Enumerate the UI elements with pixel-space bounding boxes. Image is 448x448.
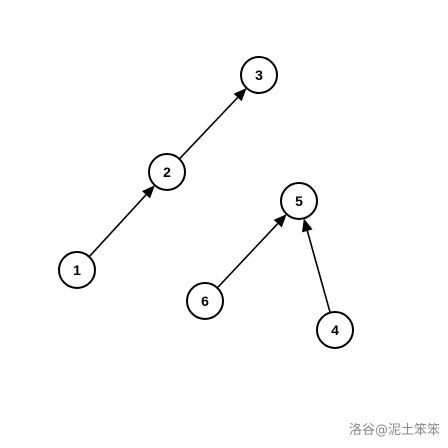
edge-2-to-3: [178, 88, 247, 160]
node-circle: [58, 251, 96, 289]
node-circle: [316, 311, 354, 349]
edge-line: [216, 223, 279, 289]
node-label: 6: [201, 293, 209, 309]
edge-line: [306, 230, 331, 313]
node-label: 4: [331, 322, 339, 338]
node-5: 5: [280, 182, 318, 220]
arrowhead-icon: [233, 88, 247, 102]
arrowhead-icon: [273, 214, 287, 228]
edge-line: [88, 194, 147, 258]
node-4: 4: [316, 311, 354, 349]
node-circle: [186, 282, 224, 320]
edge-1-to-2: [88, 185, 155, 258]
node-6: 6: [186, 282, 224, 320]
node-label: 3: [255, 67, 263, 83]
node-label: 5: [295, 193, 303, 209]
node-3: 3: [240, 56, 278, 94]
arrowhead-icon: [141, 185, 155, 199]
edge-line: [178, 96, 239, 160]
node-1: 1: [58, 251, 96, 289]
edge-6-to-5: [216, 214, 287, 289]
node-circle: [280, 182, 318, 220]
arrowhead-icon: [302, 218, 313, 233]
watermark-text: 洛谷@泥土笨笨: [348, 423, 440, 438]
node-circle: [240, 56, 278, 94]
node-circle: [148, 153, 186, 191]
node-label: 1: [73, 262, 81, 278]
node-label: 2: [163, 164, 171, 180]
node-2: 2: [148, 153, 186, 191]
edges-layer: [88, 88, 331, 313]
nodes-layer: 1 2 3 5 6 4: [58, 56, 354, 349]
edge-4-to-5: [302, 218, 331, 313]
